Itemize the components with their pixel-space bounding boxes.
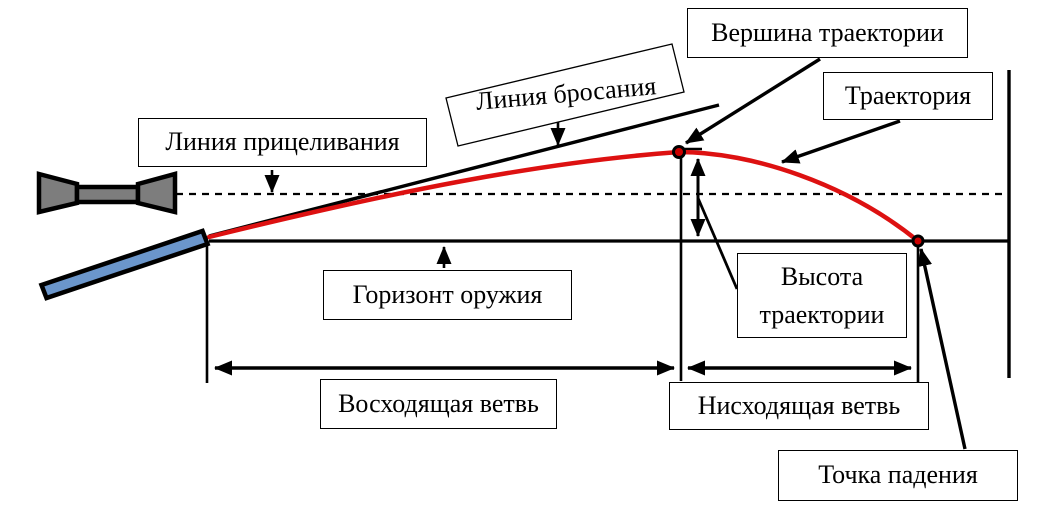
- throwline-label-frame: [445, 43, 685, 147]
- label-trajectory-height: Высота траектории: [737, 253, 907, 338]
- trajectory-callout-arrow: [781, 119, 901, 164]
- label-weapon-horizon: Горизонт оружия: [323, 270, 572, 320]
- scope-icon: [36, 171, 178, 215]
- impact-point: [911, 234, 925, 248]
- throw-line: [208, 103, 720, 238]
- height-callout-line: [696, 197, 739, 290]
- label-trajectory: Траектория: [823, 72, 993, 120]
- scope-tube: [74, 184, 141, 205]
- label-aim-line: Линия прицеливания: [138, 118, 427, 167]
- impact-callout-arrow: [917, 248, 967, 450]
- trajectory-curve: [206, 149, 921, 244]
- scope-right-cone: [135, 171, 178, 215]
- scope-left-cone: [36, 171, 80, 215]
- apex-point: [672, 145, 686, 159]
- label-descending-branch: Нисходящая ветвь: [669, 382, 929, 430]
- label-ascending-branch: Восходящая ветвь: [320, 379, 557, 429]
- apex-callout-arrow: [685, 57, 821, 145]
- barrel-icon: [38, 228, 211, 301]
- label-trajectory-apex: Вершина траектории: [687, 8, 968, 58]
- label-impact-point: Точка падения: [778, 450, 1018, 501]
